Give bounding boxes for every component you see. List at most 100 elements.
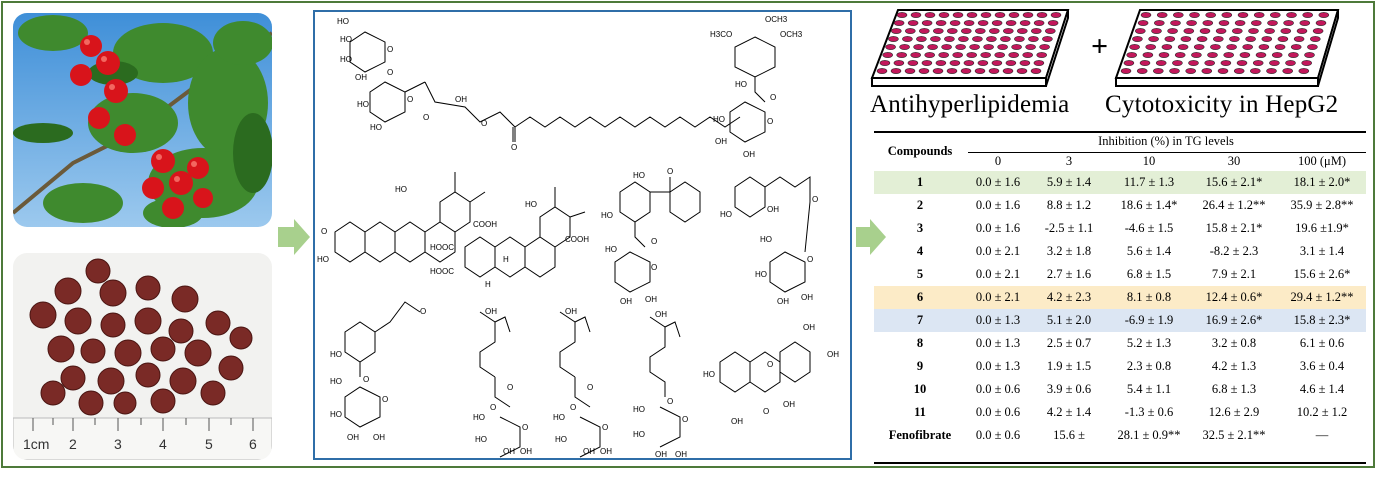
value-cell: 18.6 ± 1.4* bbox=[1120, 198, 1178, 212]
well bbox=[882, 52, 894, 58]
atom-label: OH bbox=[675, 450, 687, 458]
well bbox=[966, 52, 977, 58]
well bbox=[1236, 60, 1248, 66]
well bbox=[1253, 12, 1265, 18]
compounds-header: Compounds bbox=[887, 143, 953, 158]
well bbox=[918, 68, 930, 74]
value-cell: 0.0 ± 2.1 bbox=[975, 290, 1021, 304]
well bbox=[1285, 60, 1296, 66]
ruler-tick-label: 4 bbox=[159, 436, 167, 452]
value-cell: 2.3 ± 0.8 bbox=[1126, 359, 1172, 373]
well bbox=[1161, 44, 1173, 50]
atom-label: HO bbox=[633, 430, 645, 439]
well bbox=[991, 60, 1003, 66]
hawthorn-berries-photo bbox=[13, 13, 272, 227]
atom-label: HO bbox=[317, 255, 329, 264]
well bbox=[1234, 20, 1246, 26]
well bbox=[1264, 28, 1275, 34]
atom-label: HO bbox=[330, 377, 342, 386]
atom-label: OH bbox=[503, 447, 515, 456]
atom-label: OH bbox=[767, 205, 779, 214]
atom-label: OCH3 bbox=[765, 15, 788, 24]
right-arrow-icon bbox=[856, 219, 886, 255]
well bbox=[1148, 36, 1159, 42]
well-plate-left bbox=[870, 9, 1070, 87]
compound-4-structure bbox=[614, 177, 701, 293]
atom-label: O bbox=[587, 383, 593, 392]
value-cell: 10.2 ± 1.2 bbox=[1296, 405, 1348, 419]
concentration-header: 3 bbox=[1065, 153, 1073, 168]
well bbox=[980, 52, 991, 58]
value-cell: 32.5 ± 2.1** bbox=[1202, 428, 1266, 442]
well bbox=[1304, 52, 1315, 58]
well bbox=[1022, 12, 1034, 18]
well bbox=[1202, 20, 1214, 26]
well bbox=[1239, 52, 1251, 58]
well bbox=[1132, 36, 1143, 42]
well bbox=[890, 68, 902, 74]
well bbox=[1296, 28, 1308, 34]
well bbox=[896, 12, 908, 18]
compound-cell: 7 bbox=[916, 313, 924, 327]
well bbox=[1050, 12, 1062, 18]
well bbox=[1156, 12, 1168, 18]
well bbox=[1002, 68, 1014, 74]
value-cell: 3.2 ± 0.8 bbox=[1211, 336, 1257, 350]
compound-6-structure bbox=[344, 301, 421, 428]
well bbox=[1280, 28, 1292, 34]
well bbox=[924, 12, 936, 18]
well bbox=[1223, 52, 1235, 58]
well bbox=[1250, 20, 1262, 26]
well bbox=[1137, 20, 1149, 26]
well bbox=[1139, 60, 1151, 66]
atom-label: O bbox=[651, 237, 657, 246]
well bbox=[1231, 28, 1243, 34]
value-cell: 11.7 ± 1.3 bbox=[1123, 175, 1175, 189]
compound-8-structure bbox=[559, 311, 601, 458]
value-cell: 8.1 ± 0.8 bbox=[1126, 290, 1172, 304]
well bbox=[1033, 60, 1045, 66]
well bbox=[1212, 36, 1224, 42]
concentration-header: 10 bbox=[1142, 153, 1156, 168]
well bbox=[1274, 44, 1286, 50]
chemical-structures-panel: HO HO HO O OH O HO O OH O O HO O OCH3 H3… bbox=[313, 10, 852, 460]
atom-label: O bbox=[522, 423, 528, 432]
well bbox=[921, 60, 933, 66]
atom-label: O bbox=[407, 95, 413, 104]
atom-label: HO bbox=[370, 123, 382, 132]
compound-cell: Fenofibrate bbox=[888, 428, 952, 442]
table-top-rule bbox=[874, 131, 1366, 133]
well bbox=[958, 36, 969, 42]
value-cell: 15.6 ± bbox=[1053, 428, 1085, 442]
well bbox=[994, 12, 1006, 18]
value-cell: 0.0 ± 1.6 bbox=[975, 175, 1021, 189]
atom-label: HO bbox=[633, 405, 645, 414]
well bbox=[1152, 68, 1164, 74]
value-cell: 2.5 ± 0.7 bbox=[1046, 336, 1092, 350]
well bbox=[1180, 36, 1192, 42]
well bbox=[1039, 44, 1050, 50]
atom-label: O bbox=[420, 307, 426, 316]
atom-label: O bbox=[490, 403, 496, 412]
well bbox=[921, 20, 933, 26]
atom-label: O bbox=[807, 255, 813, 264]
atom-label: HO bbox=[601, 211, 613, 220]
value-cell: -4.6 ± 1.5 bbox=[1124, 221, 1174, 235]
atom-label: OH bbox=[743, 150, 755, 159]
value-cell: 16.9 ± 2.6* bbox=[1205, 313, 1263, 327]
cytotoxicity-label: Cytotoxicity in HepG2 bbox=[1105, 91, 1339, 118]
well bbox=[1126, 52, 1138, 58]
value-cell: 5.2 ± 1.3 bbox=[1126, 336, 1172, 350]
value-cell: 3.2 ± 1.8 bbox=[1046, 244, 1092, 258]
well bbox=[1025, 44, 1036, 50]
atom-label: HO bbox=[760, 235, 772, 244]
atom-label: OH bbox=[455, 95, 467, 104]
atom-label: O bbox=[382, 395, 388, 404]
well bbox=[1286, 12, 1297, 18]
well bbox=[885, 44, 896, 50]
value-cell: 15.8 ± 2.3* bbox=[1293, 313, 1351, 327]
well bbox=[1255, 52, 1267, 58]
